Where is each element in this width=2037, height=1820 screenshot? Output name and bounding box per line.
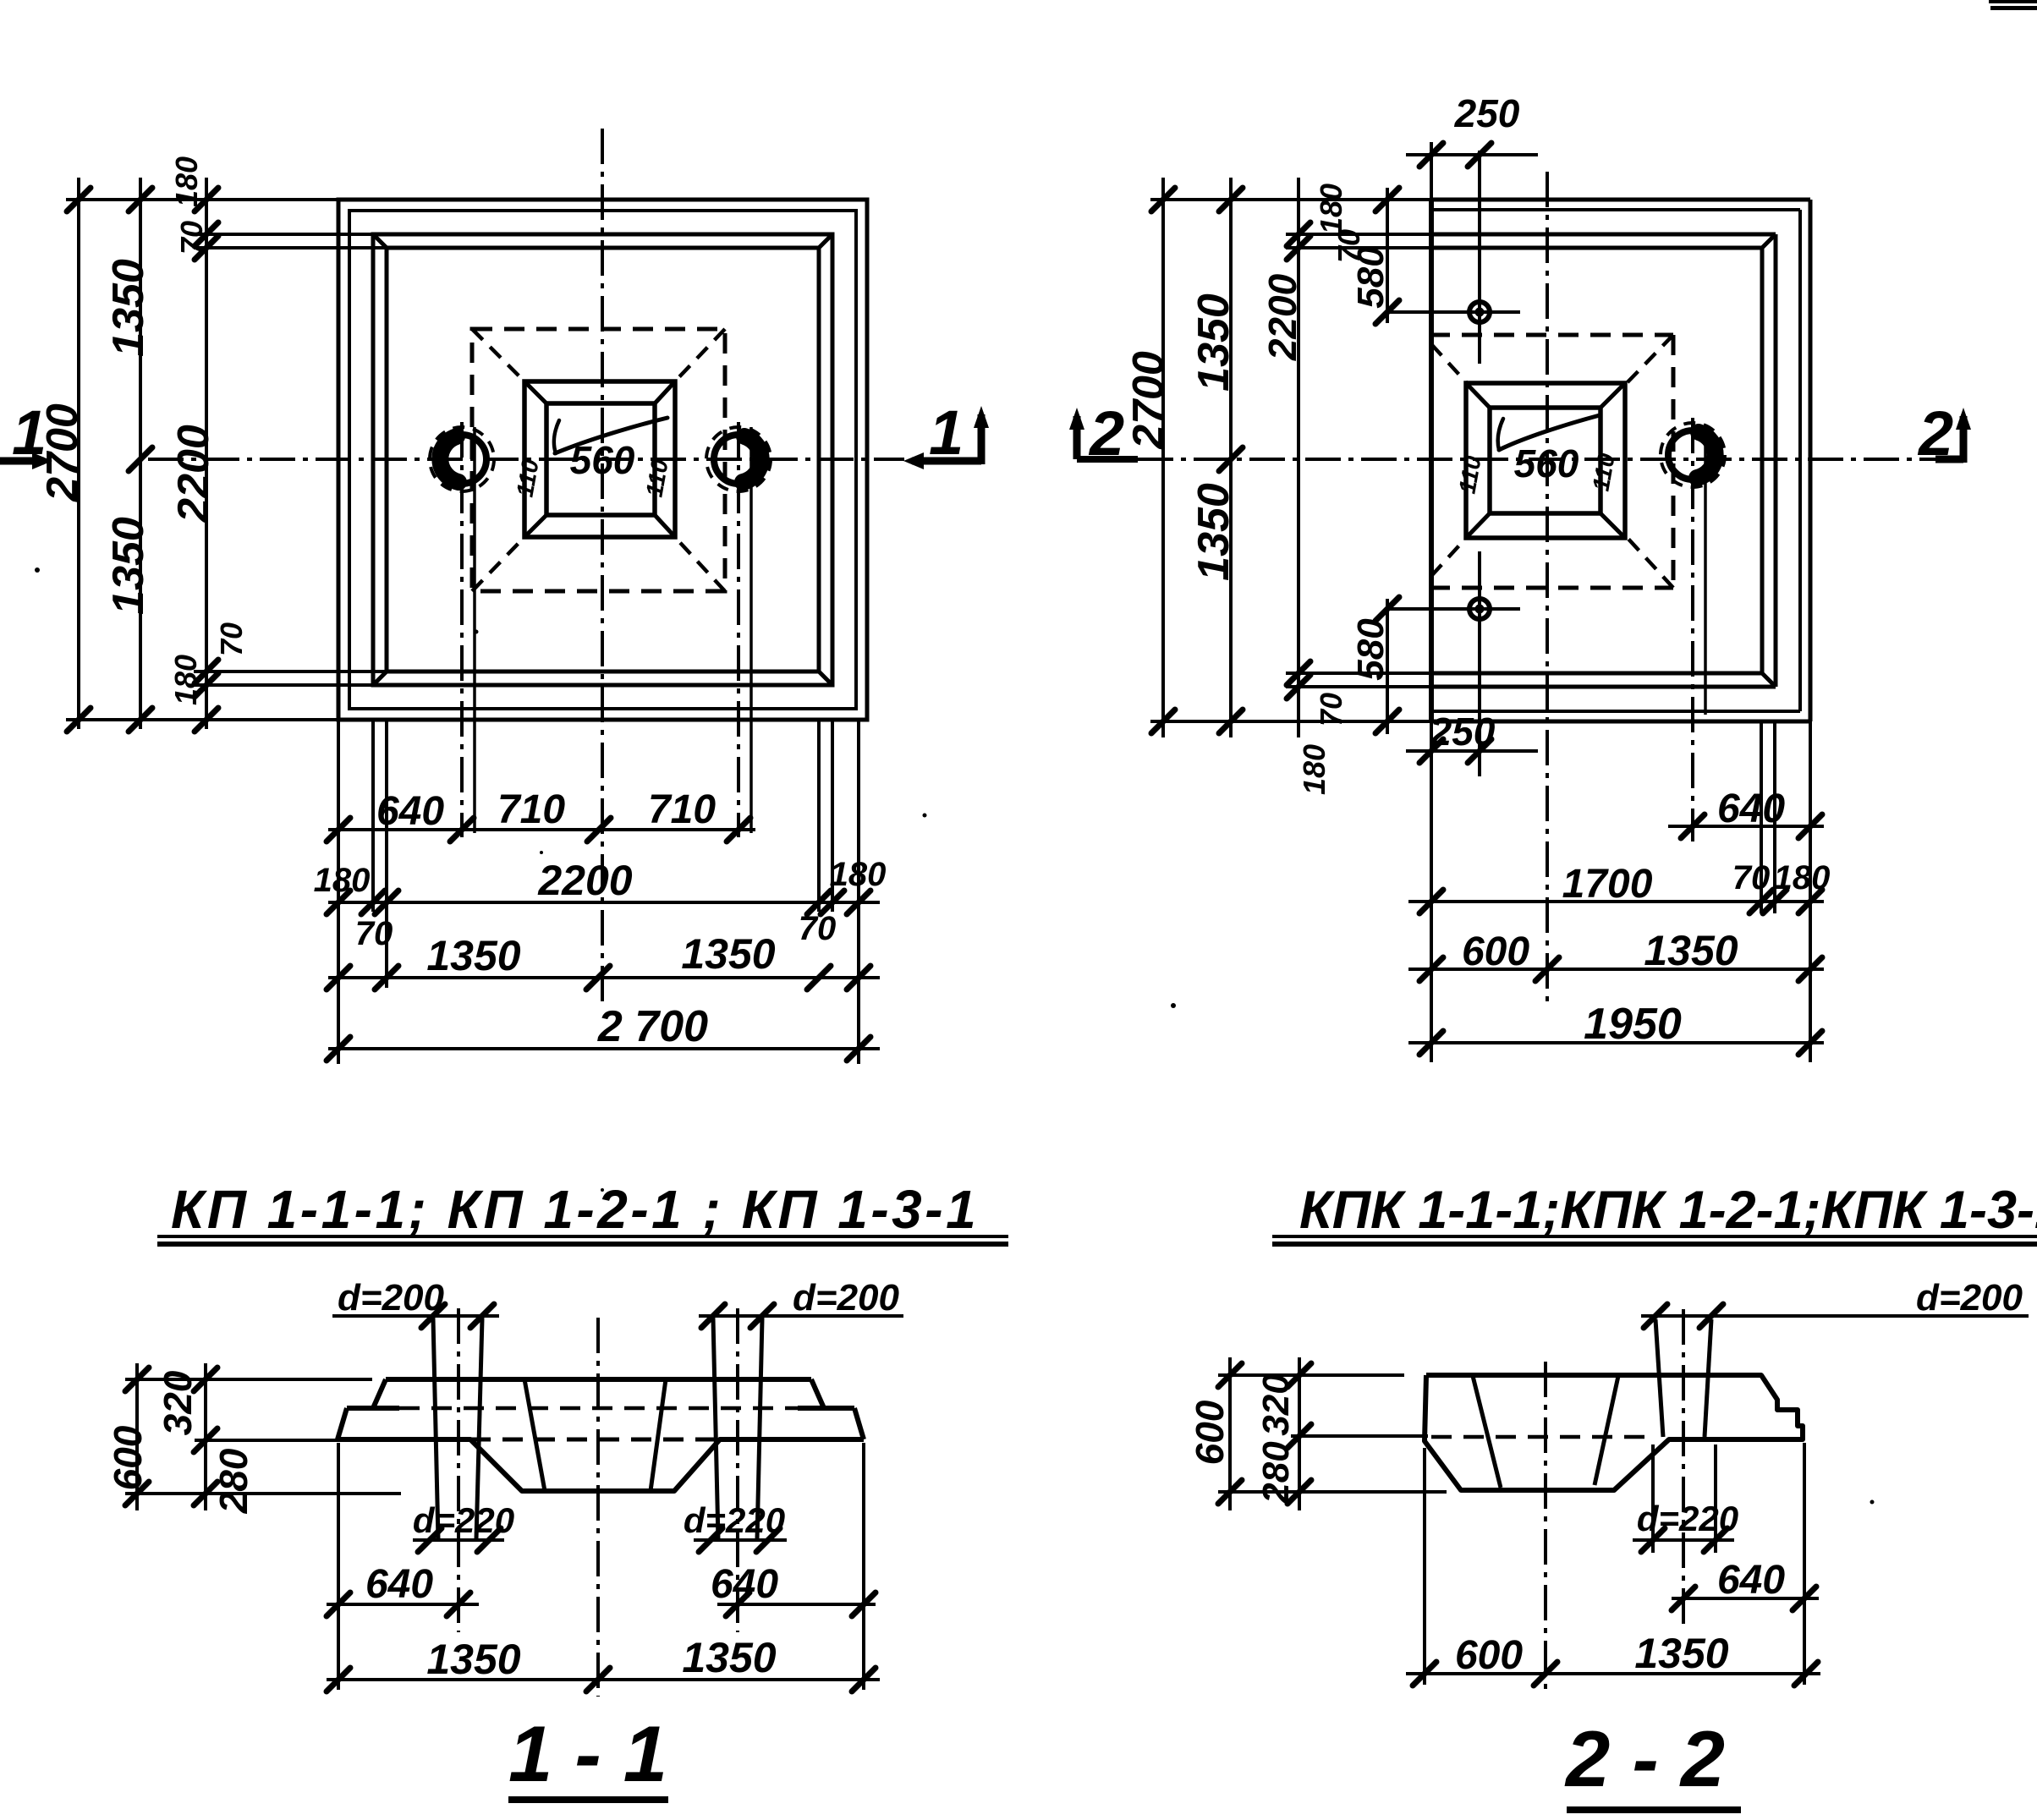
svg-text:600: 600 bbox=[1462, 929, 1529, 974]
svg-text:580: 580 bbox=[1350, 618, 1392, 681]
svg-text:1350: 1350 bbox=[682, 1634, 776, 1681]
svg-text:1350: 1350 bbox=[1189, 293, 1238, 392]
svg-text:2200: 2200 bbox=[537, 857, 632, 904]
svg-text:180: 180 bbox=[1297, 744, 1331, 795]
svg-text:320: 320 bbox=[156, 1370, 200, 1435]
svg-text:1: 1 bbox=[929, 397, 964, 468]
svg-text:280: 280 bbox=[211, 1448, 255, 1514]
svg-text:2: 2 bbox=[1917, 398, 1953, 469]
svg-text:250: 250 bbox=[1430, 710, 1496, 754]
svg-text:2700: 2700 bbox=[1124, 351, 1173, 450]
svg-text:70: 70 bbox=[174, 221, 209, 255]
svg-text:2700: 2700 bbox=[38, 403, 87, 502]
svg-text:1350: 1350 bbox=[426, 932, 520, 979]
svg-text:d=200: d=200 bbox=[793, 1277, 900, 1318]
svg-text:640: 640 bbox=[1717, 1558, 1785, 1603]
svg-text:710: 710 bbox=[497, 787, 565, 832]
svg-text:КП 1-1-1; КП 1-2-1 ; КП 1-3-1: КП 1-1-1; КП 1-2-1 ; КП 1-3-1 bbox=[171, 1179, 979, 1240]
svg-text:КПК 1-1-1;КПК 1-2-1;КПК 1-3-1: КПК 1-1-1;КПК 1-2-1;КПК 1-3-1 bbox=[1299, 1181, 2037, 1240]
svg-text:180: 180 bbox=[169, 156, 204, 207]
svg-text:1700: 1700 bbox=[1562, 862, 1653, 907]
svg-text:70: 70 bbox=[1314, 693, 1348, 726]
svg-text:600: 600 bbox=[1455, 1633, 1523, 1678]
svg-text:280: 280 bbox=[1255, 1441, 1297, 1505]
svg-text:2 - 2: 2 - 2 bbox=[1564, 1714, 1725, 1803]
svg-text:110: 110 bbox=[1588, 451, 1620, 493]
svg-text:d=220: d=220 bbox=[1637, 1499, 1738, 1538]
svg-text:110: 110 bbox=[512, 457, 544, 499]
svg-text:70: 70 bbox=[1331, 229, 1366, 263]
svg-text:640: 640 bbox=[711, 1562, 778, 1607]
svg-text:250: 250 bbox=[1454, 91, 1520, 135]
svg-text:1350: 1350 bbox=[426, 1636, 520, 1683]
svg-text:d=200: d=200 bbox=[1916, 1277, 2023, 1318]
svg-text:180: 180 bbox=[314, 862, 371, 899]
svg-text:1350: 1350 bbox=[1644, 927, 1738, 974]
svg-text:70: 70 bbox=[214, 622, 249, 656]
svg-text:180: 180 bbox=[168, 655, 203, 705]
svg-text:70: 70 bbox=[799, 910, 837, 947]
svg-text:2 700: 2 700 bbox=[597, 1002, 708, 1051]
svg-text:2200: 2200 bbox=[1260, 273, 1304, 361]
svg-text:1350: 1350 bbox=[681, 930, 775, 978]
svg-text:580: 580 bbox=[1350, 246, 1392, 309]
svg-text:640: 640 bbox=[365, 1562, 433, 1607]
svg-text:1: 1 bbox=[12, 397, 47, 468]
svg-text:1950: 1950 bbox=[1584, 1000, 1682, 1049]
svg-text:180: 180 bbox=[1774, 859, 1831, 896]
svg-text:d=220: d=220 bbox=[413, 1500, 514, 1540]
svg-text:1350: 1350 bbox=[104, 259, 153, 357]
svg-text:70: 70 bbox=[1732, 859, 1771, 896]
svg-text:710: 710 bbox=[648, 787, 716, 832]
svg-text:110: 110 bbox=[641, 457, 673, 499]
svg-text:1350: 1350 bbox=[1634, 1630, 1728, 1677]
svg-text:180: 180 bbox=[1314, 184, 1348, 234]
svg-text:600: 600 bbox=[1188, 1400, 1232, 1465]
svg-text:1 - 1: 1 - 1 bbox=[508, 1709, 667, 1798]
svg-text:1350: 1350 bbox=[104, 517, 153, 615]
svg-text:320: 320 bbox=[1255, 1373, 1297, 1436]
svg-text:2200: 2200 bbox=[169, 425, 218, 524]
svg-text:640: 640 bbox=[1717, 787, 1785, 831]
svg-text:2: 2 bbox=[1088, 398, 1124, 469]
svg-text:1350: 1350 bbox=[1189, 483, 1238, 581]
svg-text:d=200: d=200 bbox=[338, 1277, 445, 1318]
svg-text:d=220: d=220 bbox=[684, 1500, 785, 1540]
svg-text:600: 600 bbox=[106, 1425, 150, 1490]
